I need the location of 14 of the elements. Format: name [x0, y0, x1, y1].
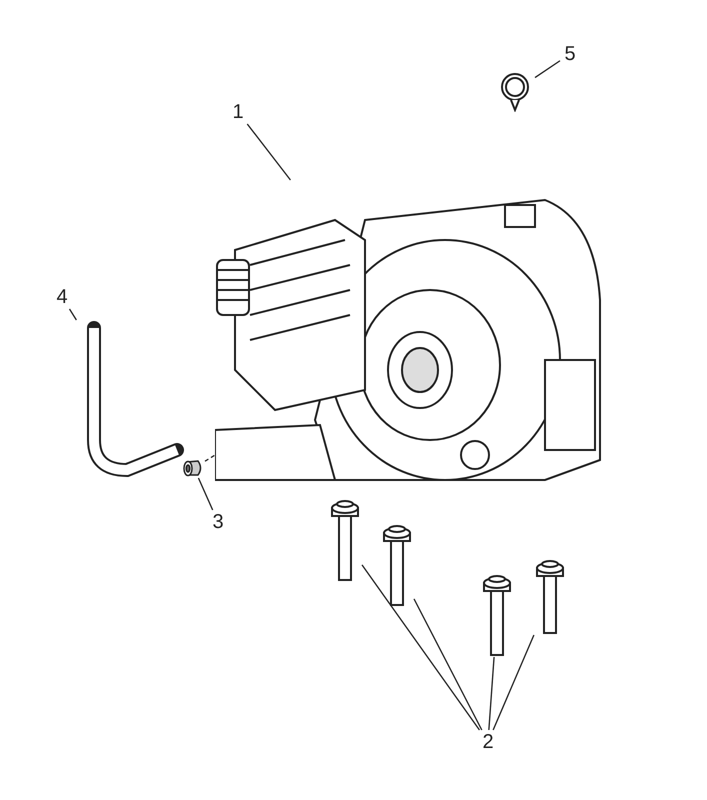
leader-line: [68, 308, 77, 320]
callout-number: 5: [560, 42, 580, 66]
callout-number: 3: [208, 510, 228, 534]
leader-line: [492, 634, 534, 730]
callout-number: 4: [52, 285, 72, 309]
leader-line: [413, 598, 482, 730]
callout-number: 2: [478, 730, 498, 754]
leader-line: [361, 564, 480, 730]
leader-line: [246, 124, 291, 180]
leader-line: [534, 60, 560, 78]
center-line: [204, 454, 216, 462]
leader-line: [198, 478, 214, 510]
leader-line: [488, 656, 495, 730]
callout-number: 1: [228, 100, 248, 124]
